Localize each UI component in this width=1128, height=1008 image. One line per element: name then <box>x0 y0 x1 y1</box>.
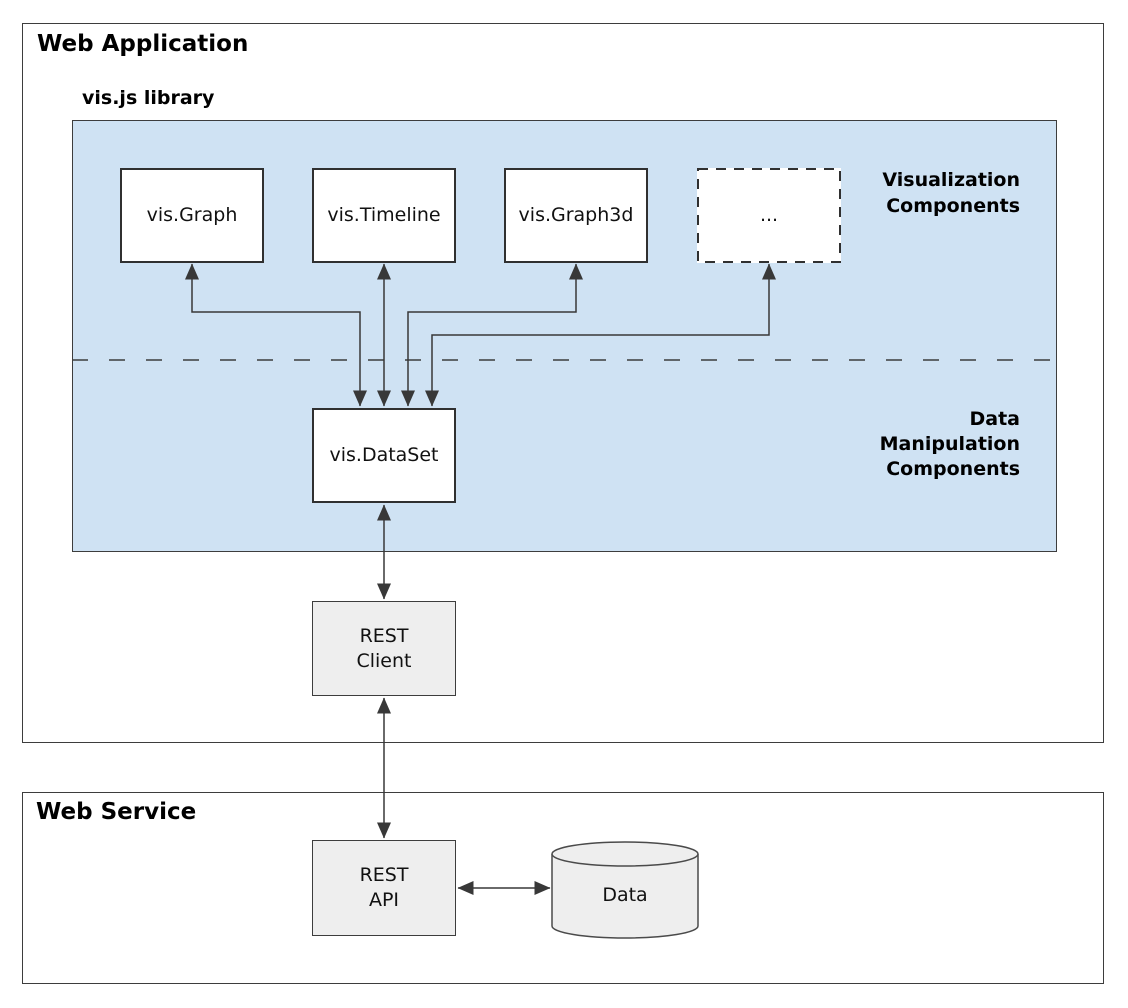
data-store-label: Data <box>602 884 648 906</box>
visualization-components-label: Visualization Components <box>882 167 1020 219</box>
rest-client-label-line: REST <box>359 624 409 647</box>
vis-graph3d-label: vis.Graph3d <box>518 204 634 226</box>
node-vis-timeline: vis.Timeline <box>312 168 456 263</box>
rest-api-label-line: REST <box>359 864 409 886</box>
rest-client-label-line: Client <box>356 649 412 672</box>
node-vis-dataset: vis.DataSet <box>312 408 456 503</box>
data-manipulation-line: Components <box>886 458 1020 480</box>
node-rest-client: REST Client <box>312 601 456 696</box>
rest-api-label-line: API <box>368 889 400 911</box>
node-vis-graph: vis.Graph <box>120 168 264 263</box>
database-cylinder-icon <box>551 841 699 939</box>
vis-timeline-label: vis.Timeline <box>327 204 441 226</box>
data-manipulation-line: Manipulation <box>879 433 1020 455</box>
node-vis-graph3d: vis.Graph3d <box>504 168 648 263</box>
data-manipulation-line: Data <box>969 408 1021 430</box>
database-cylinder-top <box>551 841 699 867</box>
vis-graph-label: vis.Graph <box>146 204 238 226</box>
web-service-title: Web Service <box>36 799 197 825</box>
web-application-title: Web Application <box>37 31 249 57</box>
data-manipulation-components-label: Data Manipulation Components <box>880 407 1020 482</box>
vis-dataset-label: vis.DataSet <box>329 444 439 466</box>
database-cylinder-body <box>551 854 699 939</box>
visjs-library-title: vis.js library <box>82 87 215 109</box>
node-more-components: ... <box>697 168 841 263</box>
visualization-components-line: Components <box>886 195 1020 217</box>
node-rest-api: REST API <box>312 840 456 936</box>
visualization-components-line: Visualization <box>882 169 1020 191</box>
more-components-label: ... <box>759 204 779 226</box>
